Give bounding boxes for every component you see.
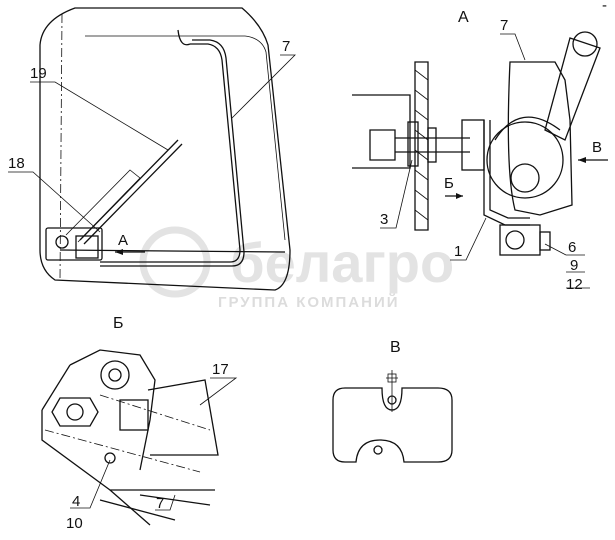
callout-6: 6 <box>568 239 576 256</box>
watermark-brand: белагро <box>230 231 454 294</box>
arrow-label-v: В <box>592 139 602 156</box>
callout-7-main: 7 <box>282 38 290 55</box>
callout-9: 9 <box>570 257 578 274</box>
arrow-label-b: Б <box>444 175 454 192</box>
view-a-title: А <box>458 9 469 26</box>
view-b: Б <box>41 315 219 526</box>
watermark: белагро ГРУППА КОМПАНИЙ <box>139 226 454 311</box>
cab-windshield-view: А <box>39 7 291 291</box>
arrow-label-a: А <box>118 232 128 249</box>
view-a-callouts: 3 1 6 9 12 <box>380 159 590 293</box>
watermark-subtitle: ГРУППА КОМПАНИЙ <box>218 293 400 311</box>
view-v: В <box>332 339 453 463</box>
callout-7-a: 7 <box>500 17 508 34</box>
callout-17: 17 <box>212 361 229 378</box>
callout-4: 4 <box>72 493 80 510</box>
callout-19: 19 <box>30 65 47 82</box>
main-view-callouts: 19 18 7 <box>8 38 296 233</box>
callout-3: 3 <box>380 211 388 228</box>
corner-mark: - <box>602 0 607 14</box>
callout-12: 12 <box>566 276 583 293</box>
view-b-title: Б <box>113 315 124 332</box>
view-b-callouts: 17 4 10 7 <box>66 361 238 532</box>
callout-18: 18 <box>8 155 25 172</box>
view-a: А 7 Б В <box>352 9 608 256</box>
callout-1: 1 <box>454 243 462 260</box>
callout-10: 10 <box>66 515 83 532</box>
view-v-title: В <box>390 339 401 356</box>
callout-7-b: 7 <box>156 495 164 512</box>
